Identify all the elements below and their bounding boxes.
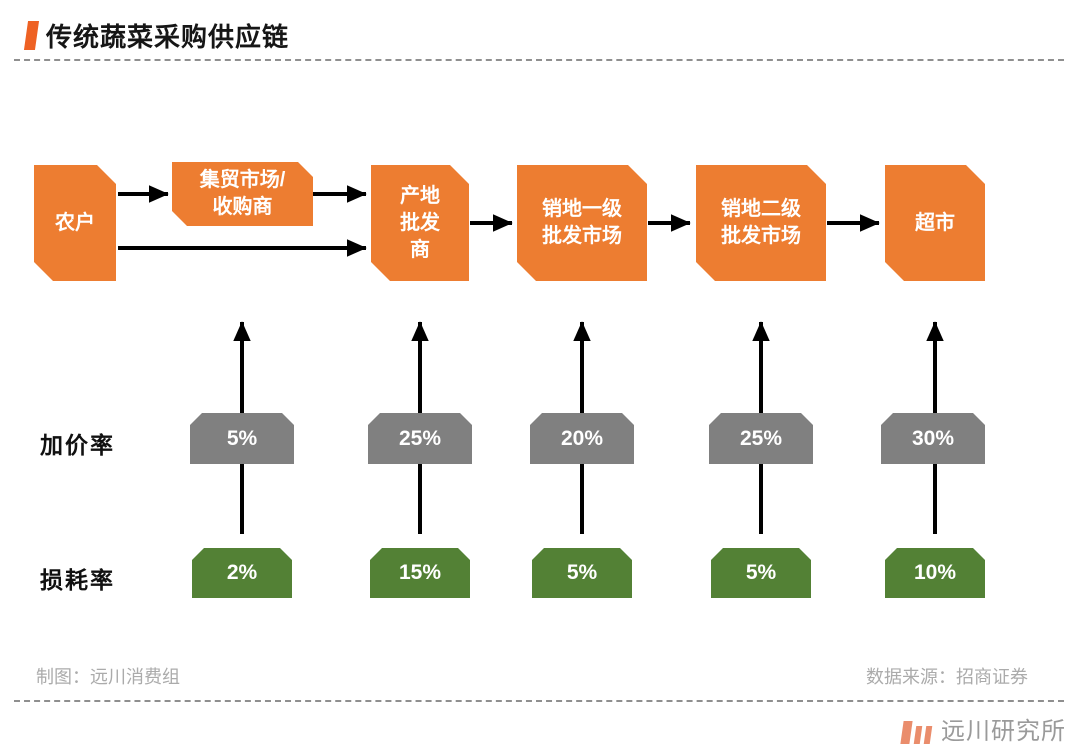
chain-node-supermarket: 超市 (885, 165, 985, 281)
data-source-text: 数据来源：招商证券 (866, 667, 1028, 687)
loss-rate-value: 15% (370, 548, 470, 598)
loss-rate-value: 2% (192, 548, 292, 598)
chain-node-farmer: 农户 (34, 165, 116, 281)
markup-rate-row-label: 加价率 (40, 432, 115, 458)
chain-node-secondary-wholesale-market: 销地二级 批发市场 (696, 165, 826, 281)
loss-rate-value: 5% (532, 548, 632, 598)
loss-rate-value: 5% (711, 548, 811, 598)
chain-node-origin-wholesaler: 产地 批发 商 (371, 165, 469, 281)
markup-rate-value: 20% (530, 413, 634, 464)
chain-node-fair-market: 集贸市场/ 收购商 (172, 162, 313, 226)
markup-rate-value: 5% (190, 413, 294, 464)
brand-logo: 远川研究所 (900, 711, 1066, 746)
page-title: 传统蔬菜采购供应链 (46, 22, 290, 52)
markup-rate-value: 30% (881, 413, 985, 464)
loss-rate-value: 10% (885, 548, 985, 598)
chain-node-primary-wholesale-market: 销地一级 批发市场 (517, 165, 647, 281)
brand-name: 远川研究所 (941, 718, 1066, 745)
top-divider (14, 59, 1064, 61)
markup-rate-value: 25% (709, 413, 813, 464)
loss-rate-row-label: 损耗率 (40, 567, 115, 593)
bottom-divider (14, 700, 1064, 702)
credit-text: 制图：远川消费组 (36, 667, 180, 687)
markup-rate-value: 25% (368, 413, 472, 464)
